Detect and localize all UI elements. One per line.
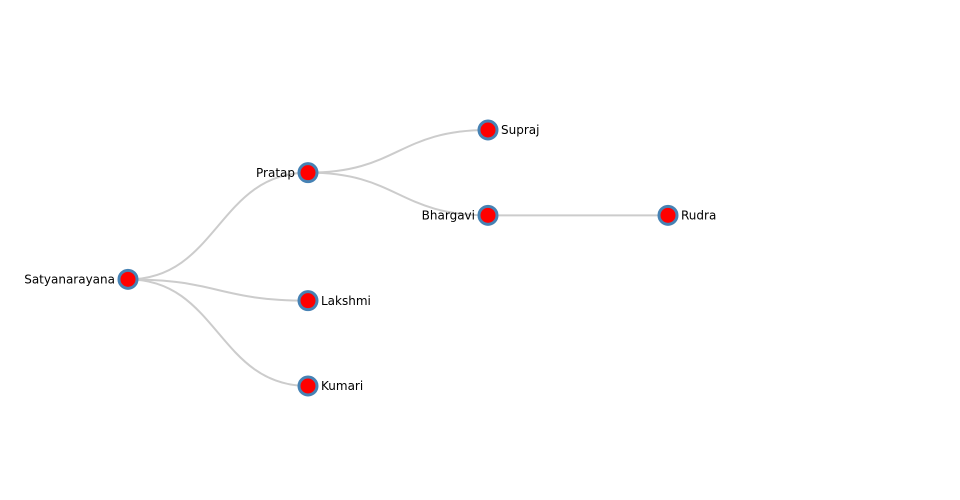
node-circle-rudra[interactable]	[657, 204, 679, 226]
node-label-lakshmi: Lakshmi	[321, 294, 371, 308]
node-lakshmi[interactable]: Lakshmi	[297, 290, 371, 312]
node-label-pratap: Pratap	[256, 166, 295, 180]
link-pratap-to-supraj	[307, 129, 489, 174]
node-satyanarayana[interactable]: Satyanarayana	[24, 268, 139, 290]
node-circle-pratap[interactable]	[297, 162, 319, 184]
link-satyanarayana-to-kumari	[127, 278, 309, 387]
node-circle-satyanarayana[interactable]	[117, 268, 139, 290]
node-circle-supraj[interactable]	[477, 119, 499, 141]
link-satyanarayana-to-pratap	[127, 171, 309, 281]
node-bhargavi[interactable]: Bhargavi	[422, 204, 499, 226]
node-circle-lakshmi[interactable]	[297, 290, 319, 312]
node-pratap[interactable]: Pratap	[256, 162, 319, 184]
node-label-satyanarayana: Satyanarayana	[24, 273, 115, 287]
link-pratap-to-bhargavi	[307, 171, 489, 217]
node-kumari[interactable]: Kumari	[297, 375, 363, 397]
links-layer	[127, 129, 668, 387]
node-circle-bhargavi[interactable]	[477, 204, 499, 226]
node-supraj[interactable]: Supraj	[477, 119, 539, 141]
node-label-supraj: Supraj	[501, 123, 539, 137]
node-rudra[interactable]: Rudra	[657, 204, 716, 226]
node-label-bhargavi: Bhargavi	[422, 209, 475, 223]
link-satyanarayana-to-lakshmi	[127, 278, 309, 302]
node-label-kumari: Kumari	[321, 379, 363, 393]
node-circle-kumari[interactable]	[297, 375, 319, 397]
node-label-rudra: Rudra	[681, 209, 716, 223]
